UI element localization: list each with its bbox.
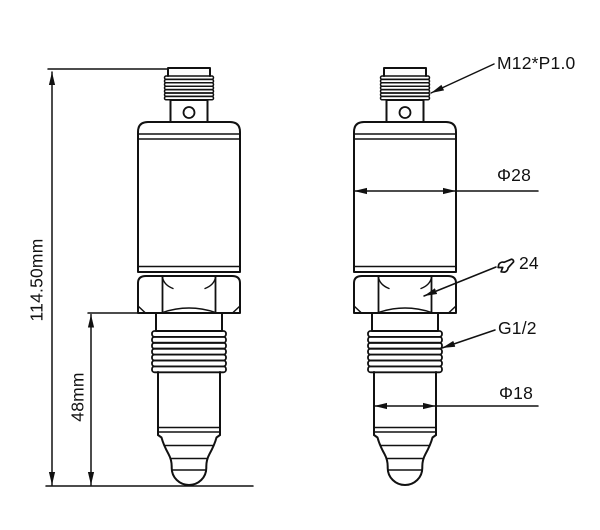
top-thread-label: M12*P1.0 [497, 53, 576, 73]
height-dimension-lines [45, 68, 254, 487]
wrench-size-label: 24 [519, 253, 539, 273]
body-diameter-label: Φ28 [497, 165, 532, 185]
process-thread-label: G1/2 [498, 318, 537, 338]
lower-height-label: 48mm [67, 372, 88, 422]
wrench-icon [497, 258, 515, 274]
diameter-dimension-lines [353, 187, 539, 410]
probe-diameter-label: Φ18 [499, 383, 534, 403]
sensor-view-left [137, 67, 241, 486]
callout-leader-lines [423, 63, 497, 349]
sensor-view-right [353, 67, 457, 486]
total-height-label: 114.50mm [26, 238, 47, 322]
